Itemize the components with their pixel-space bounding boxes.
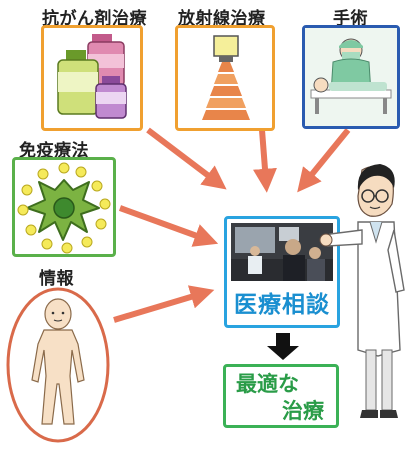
doctor-figure-icon: [319, 164, 405, 418]
arrow-info: [113, 285, 215, 323]
consultation-photo: [231, 223, 333, 281]
info-label: 情報: [39, 269, 74, 289]
arrow-immuno: [118, 205, 219, 247]
immuno-label: 免疫療法: [19, 141, 89, 161]
chemo-label: 抗がん剤治療: [42, 9, 147, 29]
optimal-treatment-line2: 治療: [282, 399, 324, 423]
consultation-box: 医療相談: [224, 216, 340, 328]
arrow-chemo: [146, 127, 227, 190]
immune-cell-icon: [17, 162, 111, 254]
optimal-treatment-line1: 最適な: [236, 372, 299, 396]
surgery-box: [302, 25, 400, 129]
down-arrow: [267, 333, 299, 360]
immuno-box: [12, 157, 116, 257]
consultation-label: 医療相談: [234, 292, 330, 318]
medicine-bottles-icon: [57, 34, 127, 119]
radiation-beam-icon: [202, 35, 250, 120]
radiation-label: 放射線治療: [178, 9, 266, 29]
arrow-surgery: [297, 128, 351, 193]
surgery-label: 手術: [333, 9, 368, 29]
human-figure-icon: [6, 287, 110, 443]
radiation-box: [175, 25, 275, 131]
optimal-treatment-box: 最適な 治療: [223, 364, 339, 428]
surgery-icon: [305, 28, 397, 126]
chemo-box: [41, 25, 143, 131]
arrow-radiation: [253, 129, 277, 193]
